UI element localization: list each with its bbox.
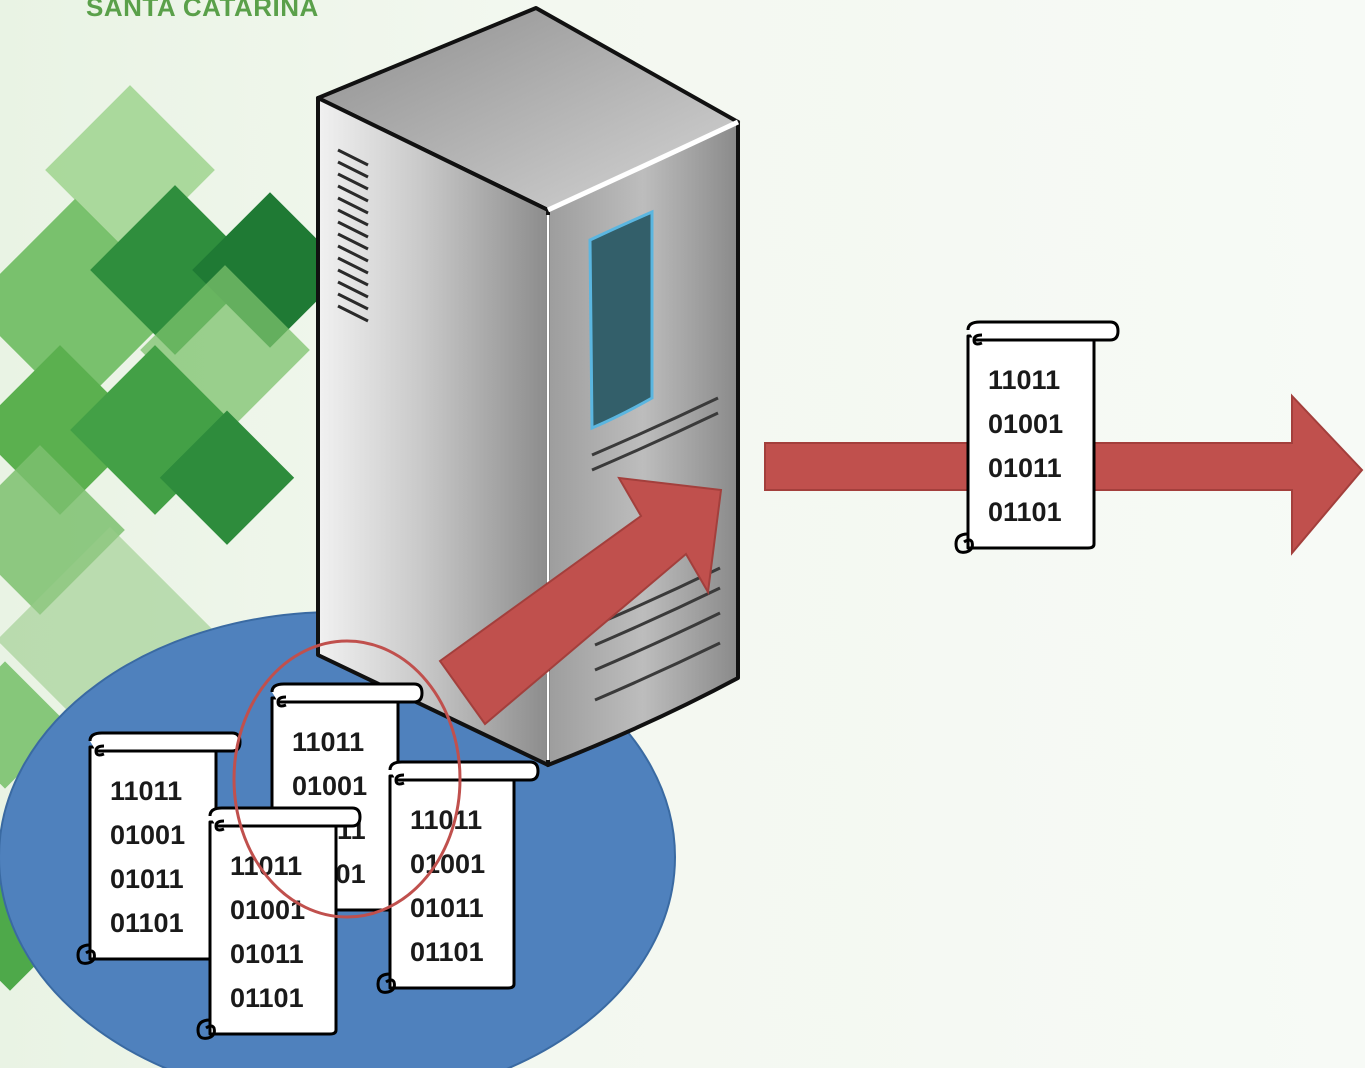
- scroll-body: [966, 334, 1096, 550]
- scroll-line: 01101: [230, 983, 304, 1013]
- scroll-top-roll: [966, 320, 1120, 342]
- scroll-bottom-curl: [376, 972, 396, 994]
- server-icon: [316, 6, 740, 767]
- scroll-top-curl: [276, 695, 287, 708]
- scroll-line: 01101: [988, 497, 1062, 527]
- scroll-line: 11011: [988, 365, 1060, 395]
- scroll-top-roll: [270, 682, 424, 704]
- scroll-bottom-curl: [196, 1018, 216, 1040]
- server-display-window: [588, 209, 654, 431]
- scroll-line: 01001: [292, 771, 367, 801]
- scroll-top-roll: [388, 760, 540, 782]
- scroll-top-curl: [394, 773, 405, 786]
- server-grooves: [591, 396, 721, 702]
- scroll-top-curl: [94, 744, 105, 757]
- scroll-line: 11011: [110, 776, 182, 806]
- scroll-line: 01101: [110, 908, 184, 938]
- scroll-bottom-curl: [954, 532, 974, 554]
- upload-arrow: [438, 476, 723, 726]
- scroll-output: 11011 01001 01011 01101: [954, 320, 1120, 554]
- scroll-line: 01101: [410, 937, 484, 967]
- scroll-1: 11011 01001 01011 01101: [76, 731, 242, 965]
- server-vents: [337, 148, 369, 323]
- scroll-line: 01011: [410, 893, 484, 923]
- scroll-top-curl: [214, 819, 225, 832]
- scroll-line: 01001: [410, 849, 485, 879]
- binary-scrolls: 11011 01001 01011 01101 11011 01001 01011 01101…: [76, 320, 1120, 1040]
- highlight-ring: [232, 639, 462, 919]
- scroll-line: 01011: [110, 864, 184, 894]
- scroll-line: 01011: [230, 939, 304, 969]
- scroll-line: 01001: [988, 409, 1063, 439]
- scroll-line: 01011: [988, 453, 1062, 483]
- scroll-line: 01001: [110, 820, 185, 850]
- scroll-3: 11011 01001 01011 01101: [376, 760, 540, 994]
- tile-8: [159, 410, 295, 545]
- scroll-line: 11011: [292, 727, 364, 757]
- header-title: SANTA CATARINA: [86, 0, 319, 22]
- server-top-edge-highlight: [546, 119, 740, 213]
- scroll-body: [388, 774, 516, 990]
- scroll-body: [208, 820, 338, 1036]
- scroll-top-curl: [972, 333, 983, 346]
- scroll-top-roll: [208, 806, 362, 828]
- scroll-bottom-curl: [76, 943, 96, 965]
- scroll-top-roll: [88, 731, 242, 753]
- scroll-line: 11011: [410, 805, 482, 835]
